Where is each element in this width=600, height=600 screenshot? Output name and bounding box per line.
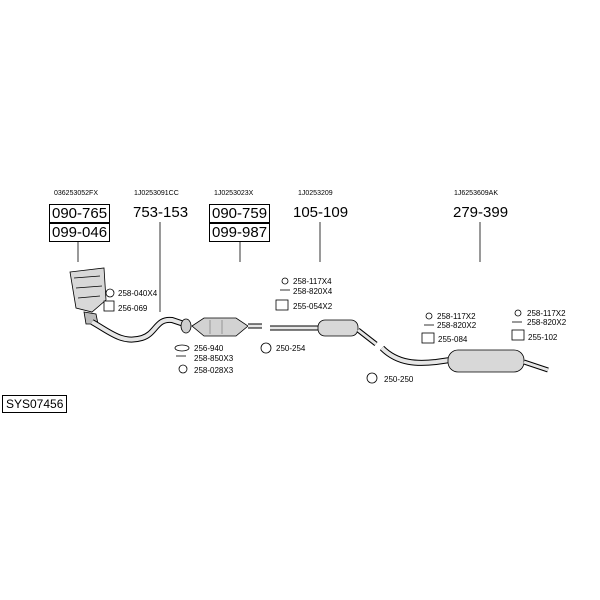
centre-silencer [270, 319, 378, 346]
part-number[interactable]: 279-399 [453, 204, 509, 221]
rear-silencer [379, 345, 549, 373]
part-number[interactable]: 099-046 [49, 223, 111, 242]
accessory-label[interactable]: 258-117X2 [527, 309, 566, 318]
accessory-label[interactable]: 258-820X2 [527, 318, 567, 327]
accessory-label[interactable]: 258-117X4 [293, 277, 332, 286]
clamp-icon-2 [260, 342, 272, 354]
oem-ref: 1J0253023X [214, 190, 254, 197]
accessory-icons [103, 277, 525, 384]
oem-ref: 036253052FX [54, 190, 98, 197]
nut-icon-2 [178, 364, 188, 374]
accessory-label[interactable]: 258-850X3 [194, 354, 234, 363]
leader-lines [77, 222, 481, 312]
accessory-label[interactable]: 250-254 [276, 344, 306, 353]
accessory-label[interactable]: 258-820X4 [293, 287, 333, 296]
accessory-label[interactable]: 256-940 [194, 344, 224, 353]
accessory-label[interactable]: 255-102 [528, 333, 558, 342]
front-pipe [90, 316, 192, 343]
accessory-label[interactable]: 255-084 [438, 335, 468, 344]
accessory-label[interactable]: 250-250 [384, 375, 414, 384]
clamp-icon-3 [366, 372, 378, 384]
oem-ref: 1J6253609AK [454, 190, 498, 197]
part-number[interactable]: 105-109 [293, 204, 349, 221]
nut-icon [105, 288, 115, 298]
clamp-icon-4 [425, 312, 433, 320]
oem-ref: 1J0253209 [298, 190, 333, 197]
catalytic-converter [191, 317, 262, 337]
part-number[interactable]: 753-153 [133, 204, 189, 221]
accessory-label[interactable]: 255-054X2 [293, 302, 333, 311]
clamp-icon [281, 277, 289, 285]
mount-icon-3 [511, 329, 525, 341]
mount-icon-2 [421, 332, 435, 344]
accessory-label[interactable]: 258-820X2 [437, 321, 477, 330]
part-number[interactable]: 090-759 [209, 204, 271, 223]
exhaust-manifold [69, 267, 107, 325]
accessory-label[interactable]: 256-069 [118, 304, 148, 313]
accessory-label[interactable]: 258-117X2 [437, 312, 476, 321]
part-number[interactable]: 099-987 [209, 223, 271, 242]
clamp-icon-5 [514, 309, 522, 317]
oem-ref: 1J0253091CC [134, 190, 179, 197]
accessory-label[interactable]: 258-028X3 [194, 366, 234, 375]
system-code: SYS07456 [2, 395, 68, 413]
mount-icon [275, 299, 289, 311]
accessory-label[interactable]: 258-040X4 [118, 289, 158, 298]
ring-gasket-icon [174, 344, 190, 352]
part-number[interactable]: 090-765 [49, 204, 111, 223]
gasket-icon [103, 300, 115, 312]
